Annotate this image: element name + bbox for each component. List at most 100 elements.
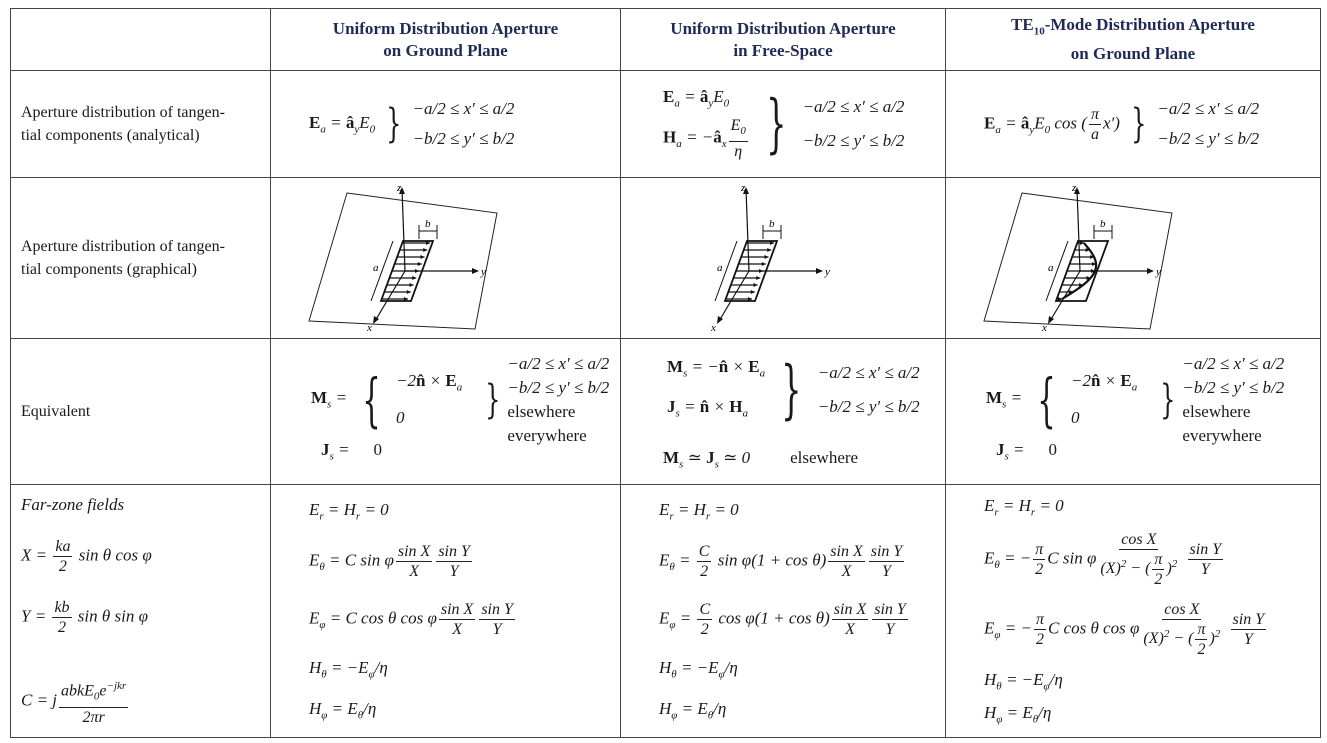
js-value: 0 xyxy=(1048,439,1058,459)
arrowhead-icon xyxy=(406,289,411,294)
right-brace: } xyxy=(781,352,802,427)
arrowhead-icon xyxy=(1086,275,1091,280)
header-line: Uniform Distribution Aperture xyxy=(670,18,896,38)
range-y: −b/2 ≤ y′ ≤ b/2 xyxy=(1182,377,1285,397)
aperture-sketch: zyx ba xyxy=(983,182,1173,334)
analytical-c1: Ea = âyE0 } −a/2 ≤ x′ ≤ a/2−b/2 ≤ y′ ≤ b… xyxy=(270,70,621,178)
svg-text:z: z xyxy=(740,182,746,194)
svg-text:x: x xyxy=(366,322,372,331)
aperture-sketch: zyx ba xyxy=(308,182,498,334)
arrowhead-icon xyxy=(1147,267,1154,274)
aperture-rect xyxy=(723,239,779,302)
row-label-graphical: Aperture distribution of tangen-tial com… xyxy=(10,177,271,339)
svg-text:x: x xyxy=(710,322,716,331)
range-y: −b/2 ≤ y′ ≤ b/2 xyxy=(817,396,920,416)
label-line: tial components (analytical) xyxy=(21,127,200,144)
svg-text:b: b xyxy=(1100,218,1106,230)
h-phi: Hφ = Eθ/η xyxy=(659,699,727,722)
x-axis xyxy=(374,270,406,321)
label-line: Aperture distribution of tangen- xyxy=(21,104,225,121)
arrowhead-icon xyxy=(404,296,408,301)
arrowhead-icon xyxy=(761,261,766,266)
header-line: on Ground Plane xyxy=(383,40,508,60)
svg-text:a: a xyxy=(717,262,723,274)
row-label-equivalent: Equivalent xyxy=(10,338,271,485)
aperture-sketch: z y x b a xyxy=(710,182,830,334)
svg-text:y: y xyxy=(1155,266,1161,278)
ms-js-approx: Ms ≃ Js ≃ 0 xyxy=(663,447,751,470)
everywhere-text: everywhere xyxy=(507,425,587,445)
right-brace: } xyxy=(766,87,787,161)
arrowhead-icon xyxy=(743,186,749,194)
svg-text:y: y xyxy=(824,266,830,278)
arrowhead-icon xyxy=(756,275,761,280)
arrowhead-icon xyxy=(399,186,405,194)
arrowhead-icon xyxy=(764,254,769,259)
radial-fields: Er = Hr = 0 xyxy=(659,500,739,523)
header-line: TE10-Mode Distribution Aperture xyxy=(1011,15,1255,38)
arrowhead-icon xyxy=(420,254,425,259)
row-analytical: Aperture distribution of tangen-tial com… xyxy=(10,70,1321,178)
arrowhead-icon xyxy=(1092,261,1097,266)
arrowhead-icon xyxy=(1080,240,1084,245)
arrowhead-icon xyxy=(717,315,723,324)
range-x: −a/2 ≤ x′ ≤ a/2 xyxy=(1182,353,1285,373)
arrowhead-icon xyxy=(1058,296,1062,301)
header-line: Uniform Distribution Aperture xyxy=(332,18,559,38)
arrowhead-icon xyxy=(1048,315,1054,324)
ms-case: −2n̂ × Ea xyxy=(1070,371,1138,394)
svg-text:z: z xyxy=(396,182,402,194)
arrowhead-icon xyxy=(373,315,379,324)
right-brace: } xyxy=(1160,376,1176,423)
header-line: in Free-Space xyxy=(733,40,833,60)
range-y: −b/2 ≤ y′ ≤ b/2 xyxy=(1157,129,1260,148)
far-zone-label: Far-zone fields xyxy=(21,495,125,514)
aperture-field: Ea = âyE0 xyxy=(309,112,376,136)
arrowhead-icon xyxy=(417,261,422,266)
elsewhere-text: elsewhere xyxy=(790,447,859,467)
a-dimension xyxy=(370,240,394,301)
right-brace: } xyxy=(485,376,501,423)
everywhere-text: everywhere xyxy=(1182,425,1262,445)
range-x: −a/2 ≤ x′ ≤ a/2 xyxy=(1157,99,1260,118)
ms-case: 0 xyxy=(1070,407,1080,427)
elsewhere-text: elsewhere xyxy=(1182,401,1251,421)
aperture-rect xyxy=(1054,239,1110,302)
radial-fields: Er = Hr = 0 xyxy=(309,500,389,523)
ground-plane xyxy=(983,191,1173,330)
x-axis xyxy=(718,270,750,321)
range-y: −b/2 ≤ y′ ≤ b/2 xyxy=(412,129,515,148)
svg-text:b: b xyxy=(769,218,775,230)
ms-case: 0 xyxy=(395,407,405,427)
range-y: −b/2 ≤ y′ ≤ b/2 xyxy=(507,377,610,397)
row-label-analytical: Aperture distribution of tangen-tial com… xyxy=(10,70,271,178)
h-theta: Hθ = −Eφ/η xyxy=(984,669,1063,693)
ms-case: −2n̂ × Ea xyxy=(395,371,463,394)
elsewhere-text: elsewhere xyxy=(507,401,576,421)
header-line: on Ground Plane xyxy=(1070,43,1196,63)
h-theta: Hθ = −Eφ/η xyxy=(659,657,738,681)
left-brace: { xyxy=(1037,365,1056,434)
range-y: −b/2 ≤ y′ ≤ b/2 xyxy=(802,131,905,150)
js-equation: Js = n̂ × Ha xyxy=(667,396,748,420)
svg-text:z: z xyxy=(1071,182,1077,194)
arrowhead-icon xyxy=(1074,186,1080,194)
